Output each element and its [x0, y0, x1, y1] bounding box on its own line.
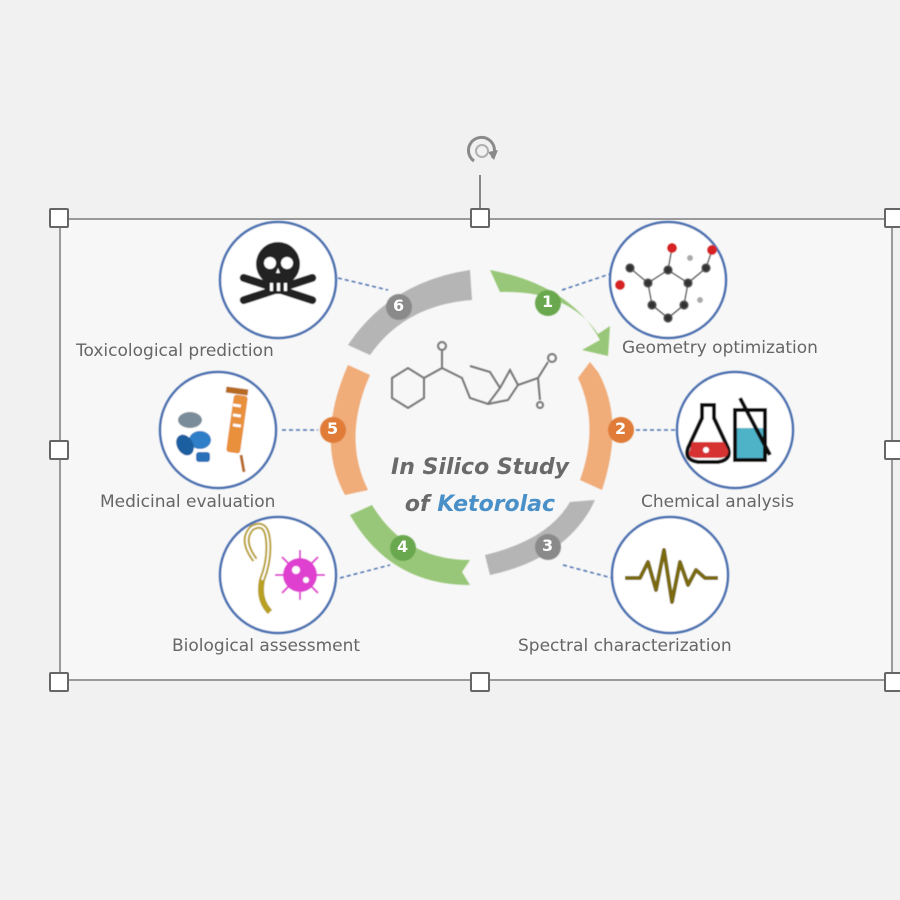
- skull-crossbones-icon: [239, 242, 317, 305]
- resize-handle-top-right[interactable]: [884, 208, 900, 228]
- icon-circle-medicinal: [158, 370, 278, 490]
- cycle-arrow-2: [578, 362, 613, 490]
- resize-handle-top-left[interactable]: [49, 208, 69, 228]
- spectrum-wave-icon: [625, 548, 718, 604]
- icon-circle-spectral: [610, 515, 730, 635]
- step-label-chemical: Chemical analysis: [641, 492, 795, 512]
- step-badge-4: [390, 535, 416, 561]
- resize-handle-right[interactable]: [884, 440, 900, 460]
- step-number-3: 3: [542, 536, 554, 555]
- step-number-2: 2: [615, 419, 627, 438]
- ketorolac-structure: [391, 341, 557, 410]
- molecule-icon: [615, 243, 717, 323]
- step-number-4: 4: [397, 537, 409, 556]
- step-label-toxicology: Toxicological prediction: [76, 341, 274, 361]
- step-number-5: 5: [327, 419, 339, 438]
- icon-circle-geometry: [608, 220, 728, 340]
- resize-handle-bottom-left[interactable]: [49, 672, 69, 692]
- step-label-medicinal: Medicinal evaluation: [100, 492, 276, 512]
- cycle-arrow-1: [490, 270, 610, 356]
- resize-handle-bottom[interactable]: [470, 672, 490, 692]
- step-badge-6: [386, 294, 412, 320]
- cycle-arrow-5: [330, 365, 370, 495]
- step-badge-5: [320, 417, 346, 443]
- step-badge-1: [535, 290, 561, 316]
- bacteria-icon: [243, 522, 325, 615]
- syringe-pills-icon: [176, 386, 249, 473]
- step-badge-2: [608, 417, 634, 443]
- center-title-line2: of Ketorolac: [404, 492, 556, 517]
- rotate-handle-icon[interactable]: [452, 128, 512, 178]
- resize-handle-top[interactable]: [470, 208, 490, 228]
- resize-handle-left[interactable]: [49, 440, 69, 460]
- step-number-1: 1: [542, 292, 554, 311]
- flask-beaker-icon: [685, 397, 772, 464]
- step-number-6: 6: [393, 296, 405, 315]
- step-badge-3: [535, 534, 561, 560]
- step-label-biological: Biological assessment: [172, 636, 361, 656]
- center-title-highlight: Ketorolac: [437, 492, 556, 517]
- rotate-handle-stem: [479, 175, 481, 208]
- step-label-geometry: Geometry optimization: [622, 338, 818, 358]
- center-title-line1: In Silico Study: [391, 455, 569, 480]
- step-label-spectral: Spectral characterization: [518, 636, 732, 656]
- resize-handle-bottom-right[interactable]: [884, 672, 900, 692]
